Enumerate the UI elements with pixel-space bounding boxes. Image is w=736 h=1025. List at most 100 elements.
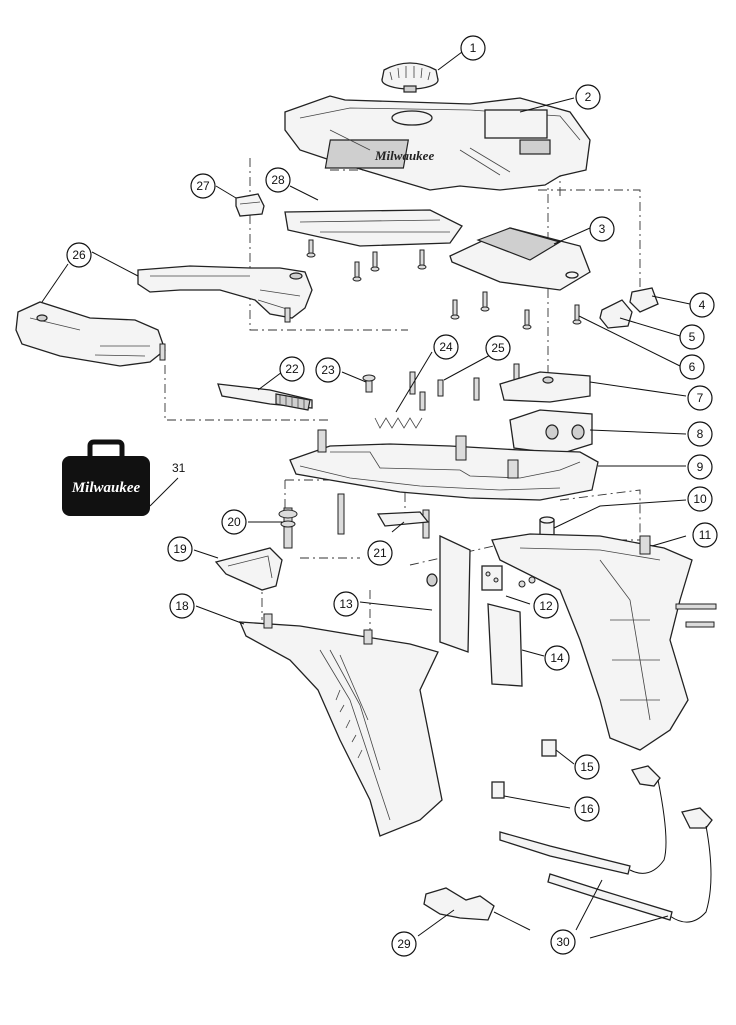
callout-16: 16 xyxy=(574,796,600,822)
callout-12: 12 xyxy=(533,593,559,619)
callout-circle xyxy=(533,593,559,619)
part-21-plate xyxy=(376,511,430,527)
callout-number: 18 xyxy=(175,599,189,613)
callout-number: 10 xyxy=(693,492,707,506)
housing-logo-text: Milwaukee xyxy=(374,148,434,163)
callout-number: 15 xyxy=(580,760,594,774)
callout-circle xyxy=(333,591,359,617)
part-13-strip xyxy=(426,534,471,653)
callout-number: 9 xyxy=(697,460,704,474)
callout-26: 26 xyxy=(66,242,92,268)
callout-circle xyxy=(692,522,718,548)
callout-number: 5 xyxy=(689,330,696,344)
part-22-slider xyxy=(217,383,313,411)
callout-number: 6 xyxy=(689,360,696,374)
callout-circle xyxy=(544,645,570,671)
callout-circle xyxy=(315,357,341,383)
callout-circle xyxy=(589,216,615,242)
part-2-top-housing: Milwaukee xyxy=(284,95,591,191)
callout-circle xyxy=(221,509,247,535)
part-25-screws xyxy=(437,363,520,401)
part-1-knob xyxy=(381,62,439,93)
callout-number: 29 xyxy=(397,937,411,951)
callout-number: 11 xyxy=(699,528,712,542)
part-29-connector xyxy=(423,887,531,931)
callout-1: 1 xyxy=(460,35,486,61)
callout-25: 25 xyxy=(485,335,511,361)
callout-19: 19 xyxy=(167,536,193,562)
callout-circle xyxy=(689,292,715,318)
callout-circle xyxy=(66,242,92,268)
callout-number: 2 xyxy=(585,90,592,104)
callout-circle xyxy=(167,536,193,562)
callout-number: 25 xyxy=(491,341,505,355)
callout-20: 20 xyxy=(221,509,247,535)
part-3-cover xyxy=(449,227,591,330)
callout-circle xyxy=(391,931,417,957)
callout-circle xyxy=(679,324,705,350)
part-31-carry-case: Milwaukee 31 xyxy=(62,439,186,516)
callout-2: 2 xyxy=(575,84,601,110)
callout-number: 30 xyxy=(556,935,570,949)
callout-circle xyxy=(485,335,511,361)
callout-5: 5 xyxy=(679,324,705,350)
callout-circle xyxy=(265,167,291,193)
callout-circle xyxy=(679,354,705,380)
callout-number: 22 xyxy=(285,362,299,376)
callout-circle xyxy=(550,929,576,955)
callout-9: 9 xyxy=(687,454,713,480)
callout-number: 13 xyxy=(339,597,353,611)
callout-number: 19 xyxy=(173,542,187,556)
callout-6: 6 xyxy=(679,354,705,380)
callout-21: 21 xyxy=(367,540,393,566)
callout-number: 28 xyxy=(271,173,285,187)
callout-number: 20 xyxy=(227,515,241,529)
callout-number: 21 xyxy=(373,546,387,560)
callout-number: 23 xyxy=(321,363,335,377)
part-5-cap xyxy=(599,299,633,329)
callout-28: 28 xyxy=(265,167,291,193)
leader-lines xyxy=(41,51,691,939)
part-15-clip xyxy=(541,739,557,757)
callout-8: 8 xyxy=(687,421,713,447)
part-24-spring xyxy=(374,371,426,429)
callout-circle xyxy=(574,796,600,822)
part-18-left-housing xyxy=(238,613,443,837)
callout-27: 27 xyxy=(190,173,216,199)
callout-18: 18 xyxy=(169,593,195,619)
callout-24: 24 xyxy=(433,334,459,360)
callout-15: 15 xyxy=(574,754,600,780)
part-27-button xyxy=(235,193,265,217)
callout-number: 1 xyxy=(470,41,477,55)
part-16-clip xyxy=(491,781,505,799)
callout-23: 23 xyxy=(315,357,341,383)
callout-circle xyxy=(433,334,459,360)
callout-number: 16 xyxy=(580,802,594,816)
part-23-screw xyxy=(362,374,376,393)
part-14-board xyxy=(487,603,523,687)
part-28-plate xyxy=(284,209,463,282)
callout-22: 22 xyxy=(279,356,305,382)
part-19-trigger xyxy=(214,547,283,591)
part-7-bracket xyxy=(499,371,591,403)
callout-circle xyxy=(460,35,486,61)
callout-13: 13 xyxy=(333,591,359,617)
callout-circle xyxy=(190,173,216,199)
callout-number: 12 xyxy=(539,599,553,613)
callout-number: 7 xyxy=(697,391,704,405)
part-20-pin xyxy=(278,507,298,549)
callout-circle xyxy=(687,454,713,480)
callout-number: 24 xyxy=(439,340,453,354)
case-logo-text: Milwaukee xyxy=(71,480,141,496)
part-30-test-leads xyxy=(499,765,713,923)
callout-4: 4 xyxy=(689,292,715,318)
callout-number: 14 xyxy=(550,651,564,665)
callout-circle xyxy=(367,540,393,566)
callout-10: 10 xyxy=(687,486,713,512)
callout-circle xyxy=(169,593,195,619)
callout-14: 14 xyxy=(544,645,570,671)
callout-circle xyxy=(574,754,600,780)
callout-number: 27 xyxy=(196,179,210,193)
callout-circle xyxy=(687,385,713,411)
